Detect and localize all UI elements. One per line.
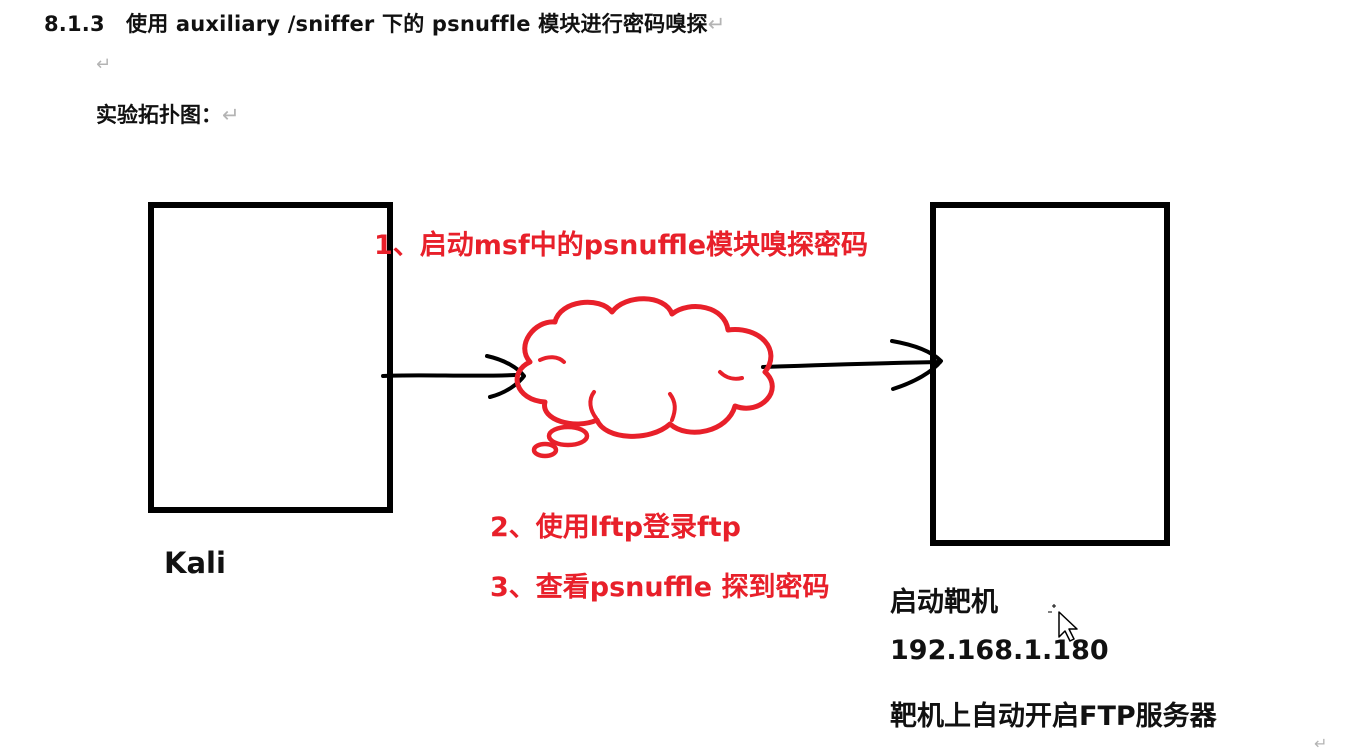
kali-label: Kali: [164, 546, 226, 580]
cloud-bubble-small: [531, 441, 559, 459]
paragraph-mark-icon: ↵: [707, 12, 726, 36]
section-heading: 8.1.3 使用 auxiliary /sniffer 下的 psnuffle …: [44, 8, 726, 38]
cloud-inner-curve: [538, 355, 566, 364]
topology-label: 实验拓扑图：↵: [96, 99, 240, 129]
empty-paragraph: ↵: [96, 54, 111, 75]
topology-label-text: 实验拓扑图：: [96, 103, 222, 127]
cloud-inner-curve: [718, 370, 744, 381]
target-ftp-label: 靶机上自动开启FTP服务器: [890, 701, 1217, 732]
left-connector-line: [381, 373, 517, 378]
step-2-annotation: 2、使用lftp登录ftp: [490, 512, 742, 543]
target-ip-label: 192.168.1.180: [890, 635, 1109, 666]
target-start-label: 启动靶机: [890, 587, 998, 618]
cloud-inner-curve: [668, 392, 677, 422]
target-machine-box: [930, 202, 1170, 546]
paragraph-mark-icon: ↵: [96, 54, 112, 75]
kali-machine-box: [148, 202, 393, 513]
paragraph-mark-icon: ↵: [1314, 734, 1328, 753]
cloud-inner-curve: [588, 390, 598, 420]
paragraph-mark-icon: ↵: [222, 103, 240, 127]
right-connector-line: [761, 360, 942, 369]
step-3-annotation: 3、查看psnuffle 探到密码: [490, 572, 830, 603]
left-arrowhead-icon: [485, 354, 526, 399]
network-cloud-icon: [514, 296, 775, 439]
section-heading-text: 8.1.3 使用 auxiliary /sniffer 下的 psnuffle …: [44, 12, 708, 36]
step-1-annotation: 1、启动msf中的psnuffle模块嗅探密码: [374, 230, 869, 261]
cloud-bubble-large: [546, 424, 590, 448]
